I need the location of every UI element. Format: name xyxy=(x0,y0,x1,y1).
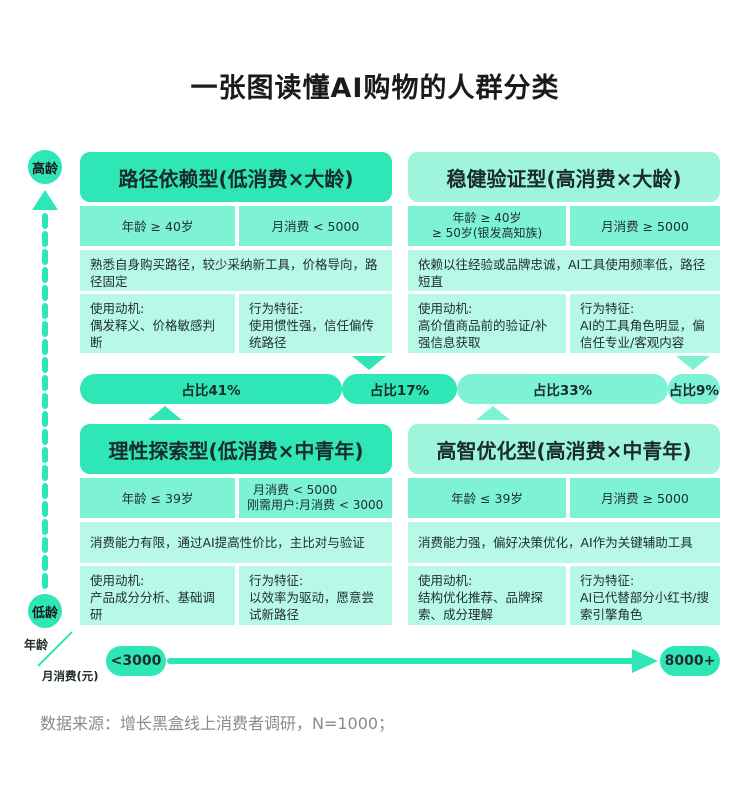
q3-motive-title: 使用动机: xyxy=(90,573,145,588)
q2-behavior-title: 行为特征: xyxy=(580,301,635,316)
q4-age-cell: 年龄 ≤ 39岁 xyxy=(408,478,566,518)
q1-motive-cell: 使用动机: 偶发释义、价格敏感判断 xyxy=(80,294,235,353)
q1-behavior: 使用惯性强，信任偏传统路径 xyxy=(249,318,375,350)
q1-age: 年龄 ≥ 40岁 xyxy=(121,218,194,234)
share-q1-pill: 占比41% xyxy=(80,374,342,404)
vertical-axis-arrow xyxy=(32,190,58,596)
q4-desc: 消费能力强，偏好决策优化，AI作为关键辅助工具 xyxy=(408,522,720,563)
q1-behavior-cell: 行为特征: 使用惯性强，信任偏传统路径 xyxy=(239,294,392,353)
spend-low-pill: <3000 xyxy=(106,646,166,676)
q4-behavior: AI已代替部分小红书/搜索引擎角色 xyxy=(580,590,709,622)
share-q3-pill: 占比33% xyxy=(457,374,668,404)
q2-spend: 月消费 ≥ 5000 xyxy=(601,218,689,234)
q4-spend: 月消费 ≥ 5000 xyxy=(601,490,689,506)
q3-spend-cell: 月消费 < 5000 刚需用户:月消费 < 3000 xyxy=(239,478,392,518)
q4-behavior-cell: 行为特征: AI已代替部分小红书/搜索引擎角色 xyxy=(570,566,720,625)
q2-behavior-cell: 行为特征: AI的工具角色明显，偏信任专业/客观内容 xyxy=(570,294,720,353)
axis-corner-divider xyxy=(37,631,73,667)
q4-behavior-title: 行为特征: xyxy=(580,573,635,588)
q2-age-cell: 年龄 ≥ 40岁 ≥ 50岁(银发高知族) xyxy=(408,206,566,246)
q2-motive-title: 使用动机: xyxy=(418,301,473,316)
q3-age-cell: 年龄 ≤ 39岁 xyxy=(80,478,235,518)
q1-desc: 熟悉自身购买路径，较少采纳新工具，价格导向，路径固定 xyxy=(80,250,392,291)
q3-header: 理性探索型(低消费×中青年) xyxy=(80,424,392,474)
q4-age: 年龄 ≤ 39岁 xyxy=(451,490,523,506)
page-title: 一张图读懂AI购物的人群分类 xyxy=(190,73,560,104)
axis-low-age-label: 低龄 xyxy=(28,594,62,628)
q2-age: 年龄 ≥ 40岁 xyxy=(452,211,522,225)
q1-spend: 月消费 < 5000 xyxy=(271,218,360,234)
q3-desc: 消费能力有限，通过AI提高性价比，主比对与验证 xyxy=(80,522,392,563)
horizontal-axis-arrow xyxy=(167,649,658,673)
q1-spend-cell: 月消费 < 5000 xyxy=(239,206,392,246)
q3-behavior-cell: 行为特征: 以效率为驱动，愿意尝试新路径 xyxy=(239,566,392,625)
q2-age-senior: ≥ 50岁(银发高知族) xyxy=(431,226,543,240)
q4-pointer xyxy=(476,406,510,420)
q4-motive-title: 使用动机: xyxy=(418,573,473,588)
q2-spend-cell: 月消费 ≥ 5000 xyxy=(570,206,720,246)
q4-motive-cell: 使用动机: 结构优化推荐、品牌探索、成分理解 xyxy=(408,566,566,625)
share-q2-pill: 占比17% xyxy=(342,374,457,404)
q4-motive: 结构优化推荐、品牌探索、成分理解 xyxy=(418,590,544,622)
q4-spend-cell: 月消费 ≥ 5000 xyxy=(570,478,720,518)
axis-high-age-label: 高龄 xyxy=(28,150,62,184)
q3-motive: 产品成分分析、基础调研 xyxy=(90,590,216,622)
q2-motive: 高价值商品前的验证/补强信息获取 xyxy=(418,318,548,350)
q2-pointer xyxy=(676,356,710,370)
q1-age-cell: 年龄 ≥ 40岁 xyxy=(80,206,235,246)
q1-pointer xyxy=(352,356,386,370)
q3-spend-rigid: 刚需用户:月消费 < 3000 xyxy=(247,498,384,512)
q2-header: 稳健验证型(高消费×大龄) xyxy=(408,152,720,202)
q2-desc: 依赖以往经验或品牌忠诚，AI工具使用频率低，路径短直 xyxy=(408,250,720,291)
q2-behavior: AI的工具角色明显，偏信任专业/客观内容 xyxy=(580,318,705,350)
age-axis-title: 年龄 xyxy=(24,638,49,652)
data-source-note: 数据来源：增长黑盒线上消费者调研，N=1000； xyxy=(40,714,395,733)
q3-behavior: 以效率为驱动，愿意尝试新路径 xyxy=(249,590,375,622)
q3-age: 年龄 ≤ 39岁 xyxy=(121,490,194,506)
q2-motive-cell: 使用动机: 高价值商品前的验证/补强信息获取 xyxy=(408,294,566,353)
q1-behavior-title: 行为特征: xyxy=(249,301,304,316)
q3-motive-cell: 使用动机: 产品成分分析、基础调研 xyxy=(80,566,235,625)
q1-header: 路径依赖型(低消费×大龄) xyxy=(80,152,392,202)
q4-header: 高智优化型(高消费×中青年) xyxy=(408,424,720,474)
spend-axis-title: 月消费(元) xyxy=(42,669,99,683)
q3-pointer xyxy=(148,406,182,420)
q3-spend: 月消费 < 5000 xyxy=(253,483,338,497)
q3-behavior-title: 行为特征: xyxy=(249,573,304,588)
spend-high-pill: 8000+ xyxy=(660,646,720,676)
q1-motive: 偶发释义、价格敏感判断 xyxy=(90,318,216,350)
q1-motive-title: 使用动机: xyxy=(90,301,145,316)
share-q4-pill: 占比9% xyxy=(668,374,720,404)
